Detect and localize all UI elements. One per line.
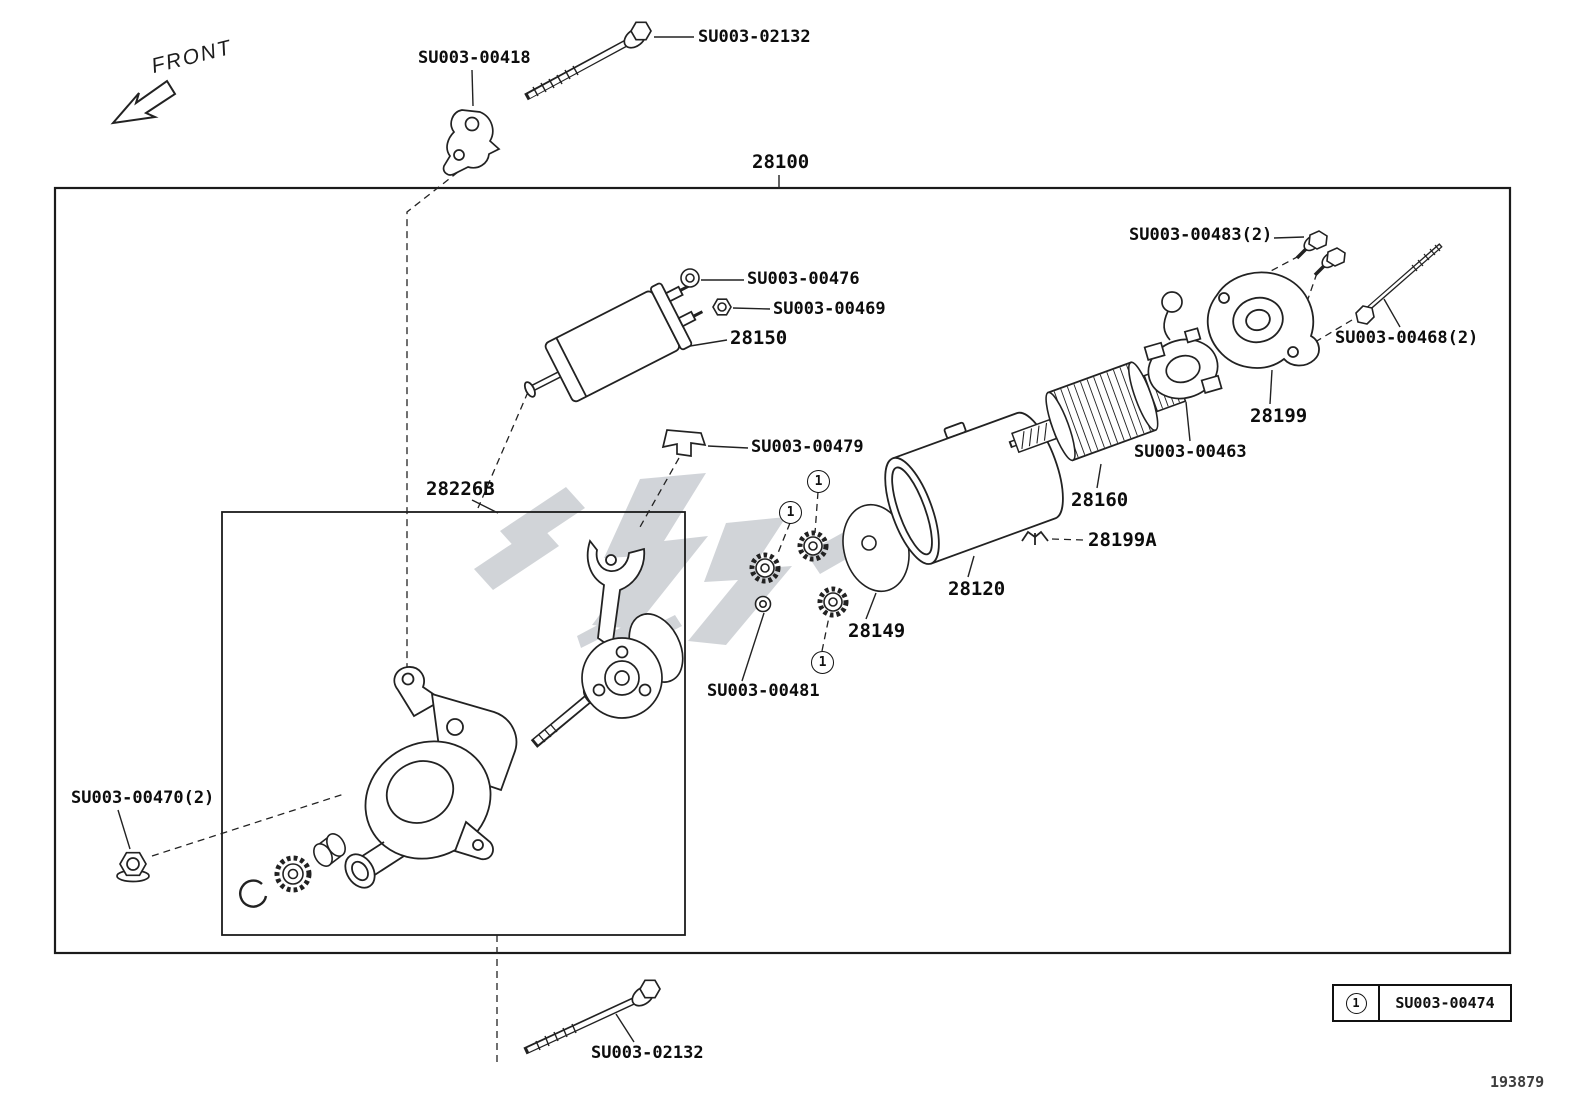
callout-symbol: 1 [818, 655, 827, 670]
callout-symbol: 1 [814, 474, 823, 489]
bolt-su003-02132-bottom [523, 979, 661, 1055]
callout-1-b[interactable]: 1 [807, 470, 830, 493]
brush-holder-su003-00463 [1143, 291, 1223, 400]
nut-su003-00469 [712, 298, 732, 316]
solenoid-28150 [523, 282, 704, 403]
part-label-su003-00468[interactable]: SU003-00468(2) [1335, 328, 1479, 348]
construction-lines [151, 171, 1353, 1066]
legend-callout-circle: 1 [1345, 992, 1367, 1014]
clip-28199a [1021, 530, 1049, 545]
planet-gear-3 [817, 586, 849, 618]
legend-callout-table[interactable]: 1 SU003-00474 [1332, 984, 1512, 1022]
part-label-su003-02132-bottom[interactable]: SU003-02132 [591, 1043, 704, 1063]
washer-su003-00476 [680, 268, 700, 288]
stop-collar [313, 833, 346, 867]
through-bolt-su003-00468 [1355, 243, 1443, 325]
thrust-washer-su003-00481 [754, 595, 772, 613]
part-label-28199a[interactable]: 28199A [1088, 529, 1157, 551]
part-label-28199[interactable]: 28199 [1250, 405, 1308, 427]
bracket-su003-00418 [442, 109, 501, 176]
part-label-28100[interactable]: 28100 [752, 151, 810, 173]
leader-lines [117, 36, 1401, 1043]
shift-lever [586, 539, 646, 650]
callout-symbol: 1 [786, 505, 795, 520]
sub-assembly-box-28226b [221, 511, 686, 936]
screw-su003-00483-a [1295, 230, 1328, 260]
legend-part-number: SU003-00474 [1395, 994, 1495, 1012]
lever-clip-su003-00479 [661, 429, 707, 457]
sheet-number: 193879 [1490, 1073, 1545, 1091]
output-shaft-assembly [530, 613, 684, 748]
screw-su003-00483-b [1313, 247, 1346, 277]
nut-su003-00470 [116, 851, 150, 883]
end-cover-28199 [1206, 271, 1320, 369]
part-label-28150[interactable]: 28150 [730, 327, 788, 349]
callout-1-c[interactable]: 1 [811, 651, 834, 674]
armature-28160 [1008, 361, 1199, 462]
part-label-28226b[interactable]: 28226B [426, 478, 495, 500]
part-label-su003-00418[interactable]: SU003-00418 [418, 48, 531, 68]
part-label-28160[interactable]: 28160 [1071, 489, 1129, 511]
drive-end-housing [344, 666, 518, 889]
part-label-su003-00470[interactable]: SU003-00470(2) [71, 788, 215, 808]
snap-ring [239, 879, 268, 908]
part-label-su003-00463[interactable]: SU003-00463 [1134, 442, 1247, 462]
planet-gear-2 [797, 530, 829, 562]
front-arrow [110, 79, 177, 125]
assembly-box-28100 [53, 186, 1512, 955]
bolt-su003-02132-top [524, 21, 652, 101]
part-label-su003-00483[interactable]: SU003-00483(2) [1129, 225, 1273, 245]
part-label-su003-02132-top[interactable]: SU003-02132 [698, 27, 811, 47]
part-label-28120[interactable]: 28120 [948, 578, 1006, 600]
legend-callout-symbol: 1 [1352, 996, 1360, 1010]
part-label-su003-00481[interactable]: SU003-00481 [707, 681, 820, 701]
callout-1-a[interactable]: 1 [779, 501, 802, 524]
pinion-gear [274, 855, 312, 893]
planet-gear-1 [749, 552, 781, 584]
watermark [474, 473, 876, 648]
legend-callout-key: 1 [1334, 986, 1380, 1020]
part-label-28149[interactable]: 28149 [848, 620, 906, 642]
part-label-su003-00476[interactable]: SU003-00476 [747, 269, 860, 289]
part-label-su003-00479[interactable]: SU003-00479 [751, 437, 864, 457]
part-label-su003-00469[interactable]: SU003-00469 [773, 299, 886, 319]
